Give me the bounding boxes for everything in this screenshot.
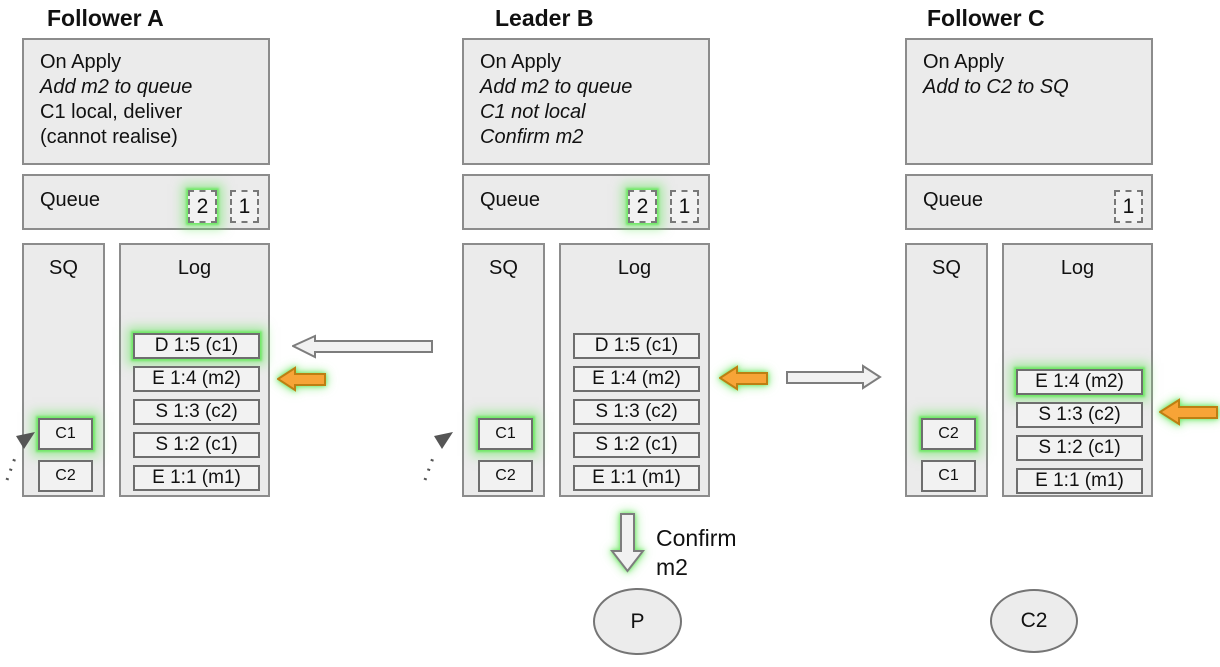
replicate-to-c-right-arrow-icon [786,364,882,390]
log-entry: E 1:4 (m2) [573,366,700,392]
sq-label: SQ [932,257,961,279]
ack-to-b-orange-arrow-icon [719,365,768,391]
log-entry: D 1:5 (c1) [573,333,700,359]
queue-box: Queue 2 1 [462,174,710,230]
sq-dotted-arrow-icon [5,432,35,481]
queue-box: Queue 2 1 [22,174,270,230]
confirm-label: Confirm m2 [656,524,737,582]
sq-item: C2 [38,460,93,492]
on-apply-line: C1 not local [480,101,586,123]
sq-item: C1 [921,460,976,492]
queue-box: Queue 1 [905,174,1153,230]
queue-item: 2 [628,190,657,223]
log-box: Log D 1:5 (c1) E 1:4 (m2) S 1:3 (c2) S 1… [119,243,270,497]
on-apply-line: C1 local, deliver [40,101,183,123]
queue-label: Queue [40,189,101,211]
sq-label: SQ [489,257,518,279]
log-entry: E 1:1 (m1) [133,465,260,491]
queue-label: Queue [480,189,541,211]
log-label: Log [1060,257,1095,279]
sq-box: SQ C2 C1 [905,243,988,497]
on-apply-line: (cannot realise) [40,126,178,148]
queue-item: 1 [1114,190,1143,223]
sq-box: SQ C1 C2 [462,243,545,497]
on-apply-line: On Apply [923,51,1005,73]
log-entry: S 1:2 (c1) [1016,435,1143,461]
log-entry: D 1:5 (c1) [133,333,260,359]
confirm-label-line: Confirm [656,525,737,551]
queue-label: Queue [923,189,984,211]
log-label: Log [177,257,212,279]
on-apply-line: Add m2 to queue [480,76,633,98]
replicate-to-a-left-arrow-icon [292,334,433,359]
sq-item: C2 [478,460,533,492]
sq-box: SQ C1 C2 [22,243,105,497]
log-entry: S 1:2 (c1) [133,432,260,458]
process-p-label: P [630,609,645,633]
on-apply-line: Add m2 to queue [40,76,193,98]
log-entry: S 1:2 (c1) [573,432,700,458]
on-apply-line: On Apply [480,51,562,73]
on-apply-line: Confirm m2 [480,126,584,148]
ack-from-c-orange-arrow-icon [1159,398,1218,426]
log-entry: E 1:1 (m1) [1016,468,1143,494]
ack-from-a-orange-arrow-icon [277,366,326,392]
on-apply-line: Add to C2 to SQ [923,76,1069,98]
node-leader-b: Leader B On Apply Add m2 to queue C1 not… [462,0,710,500]
confirm-label-line: m2 [656,554,688,580]
queue-item: 1 [230,190,259,223]
node-follower-a: Follower A On Apply Add m2 to queue C1 l… [22,0,270,500]
node-title-leader-b: Leader B [495,5,594,31]
queue-item: 1 [670,190,699,223]
log-entry: S 1:3 (c2) [1016,402,1143,428]
on-apply-box: On Apply Add to C2 to SQ [905,38,1153,165]
queue-item: 2 [188,190,217,223]
log-box: Log D 1:5 (c1) E 1:4 (m2) S 1:3 (c2) S 1… [559,243,710,497]
log-box: Log E 1:4 (m2) S 1:3 (c2) S 1:2 (c1) E 1… [1002,243,1153,497]
client-c2-ellipse: C2 [990,589,1078,653]
log-entry: E 1:4 (m2) [133,366,260,392]
log-entry: E 1:1 (m1) [573,465,700,491]
log-entry: S 1:3 (c2) [573,399,700,425]
sq-item: C2 [921,418,976,450]
log-label: Log [617,257,652,279]
node-title-follower-a: Follower A [47,5,164,31]
sq-dotted-arrow-icon [423,432,453,481]
process-p-ellipse: P [593,588,682,655]
log-entry: E 1:4 (m2) [1016,369,1143,395]
sq-item: C1 [38,418,93,450]
sq-item: C1 [478,418,533,450]
on-apply-line: On Apply [40,51,122,73]
client-c2-label: C2 [1020,609,1048,632]
node-title-follower-c: Follower C [927,5,1045,31]
on-apply-box: On Apply Add m2 to queue C1 local, deliv… [22,38,270,165]
log-entry: S 1:3 (c2) [133,399,260,425]
node-follower-c: Follower C On Apply Add to C2 to SQ Queu… [905,0,1153,500]
on-apply-box: On Apply Add m2 to queue C1 not local Co… [462,38,710,165]
confirm-down-arrow-icon [610,513,645,573]
sq-label: SQ [49,257,78,279]
